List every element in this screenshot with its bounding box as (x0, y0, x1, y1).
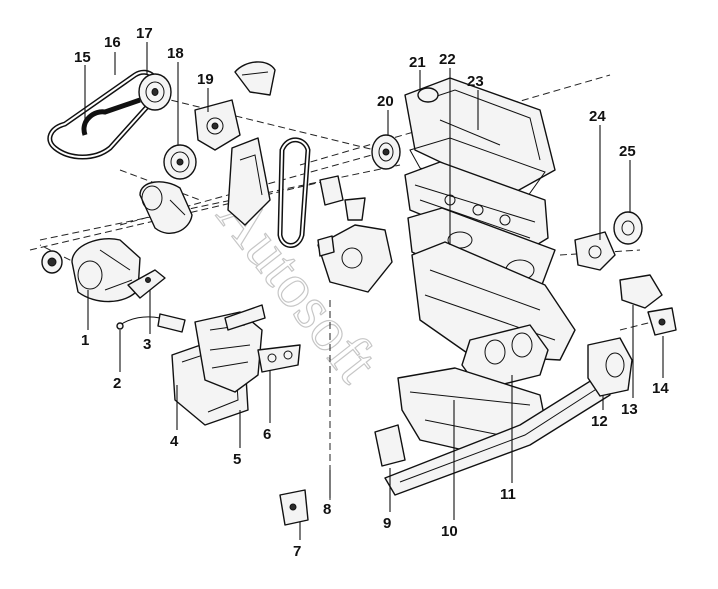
alternator-bracket (127, 269, 166, 299)
callout-20: 20 (377, 93, 394, 110)
leader-lines (84, 42, 664, 540)
callout-19: 19 (197, 71, 214, 88)
callout-22: 22 (439, 51, 456, 68)
subframe (374, 374, 611, 496)
callout-3: 3 (143, 336, 151, 353)
callout-16: 16 (104, 34, 121, 51)
water-pump (317, 224, 393, 293)
cam-sprocket (371, 134, 401, 170)
callout-1: 1 (81, 332, 89, 349)
tensioner-bracket (194, 99, 241, 151)
callout-13: 13 (621, 401, 638, 418)
oil-filter (613, 211, 643, 245)
callout-15: 15 (74, 49, 91, 66)
callout-7: 7 (293, 543, 301, 560)
callout-23: 23 (467, 73, 484, 90)
engine-mount-front (279, 489, 309, 526)
callout-9: 9 (383, 515, 391, 532)
idler-assembly (319, 175, 366, 221)
callout-18: 18 (167, 45, 184, 62)
engine-mount-rear (619, 274, 677, 336)
callout-10: 10 (441, 523, 458, 540)
valve-cover-gasket (409, 137, 546, 201)
starter-motor (587, 337, 633, 397)
callout-24: 24 (589, 108, 606, 125)
thermostat-housing (574, 231, 616, 271)
callout-17: 17 (136, 25, 153, 42)
callout-11: 11 (500, 486, 516, 503)
timing-belt-cover (227, 137, 271, 226)
callout-21: 21 (409, 54, 426, 71)
callout-12: 12 (591, 413, 608, 430)
upper-timing-cover (234, 61, 276, 96)
callout-14: 14 (652, 380, 669, 397)
callout-6: 6 (263, 426, 271, 443)
pump-pulley (163, 144, 197, 180)
ac-compressor (139, 181, 193, 234)
callout-2: 2 (113, 375, 121, 392)
callout-4: 4 (170, 433, 179, 450)
crankshaft (461, 324, 549, 391)
callout-25: 25 (619, 143, 636, 160)
alternator (41, 238, 141, 303)
oxygen-sensor (116, 313, 186, 333)
callout-5: 5 (233, 451, 241, 468)
timing-belt (277, 137, 311, 248)
exhaust-manifold (171, 311, 263, 426)
callout-8: 8 (323, 501, 331, 518)
manifold-gasket (224, 304, 301, 373)
callout-labels: 1 2 3 4 5 6 7 8 9 10 11 12 13 14 15 16 1… (74, 25, 669, 560)
crank-pulley (138, 73, 172, 111)
